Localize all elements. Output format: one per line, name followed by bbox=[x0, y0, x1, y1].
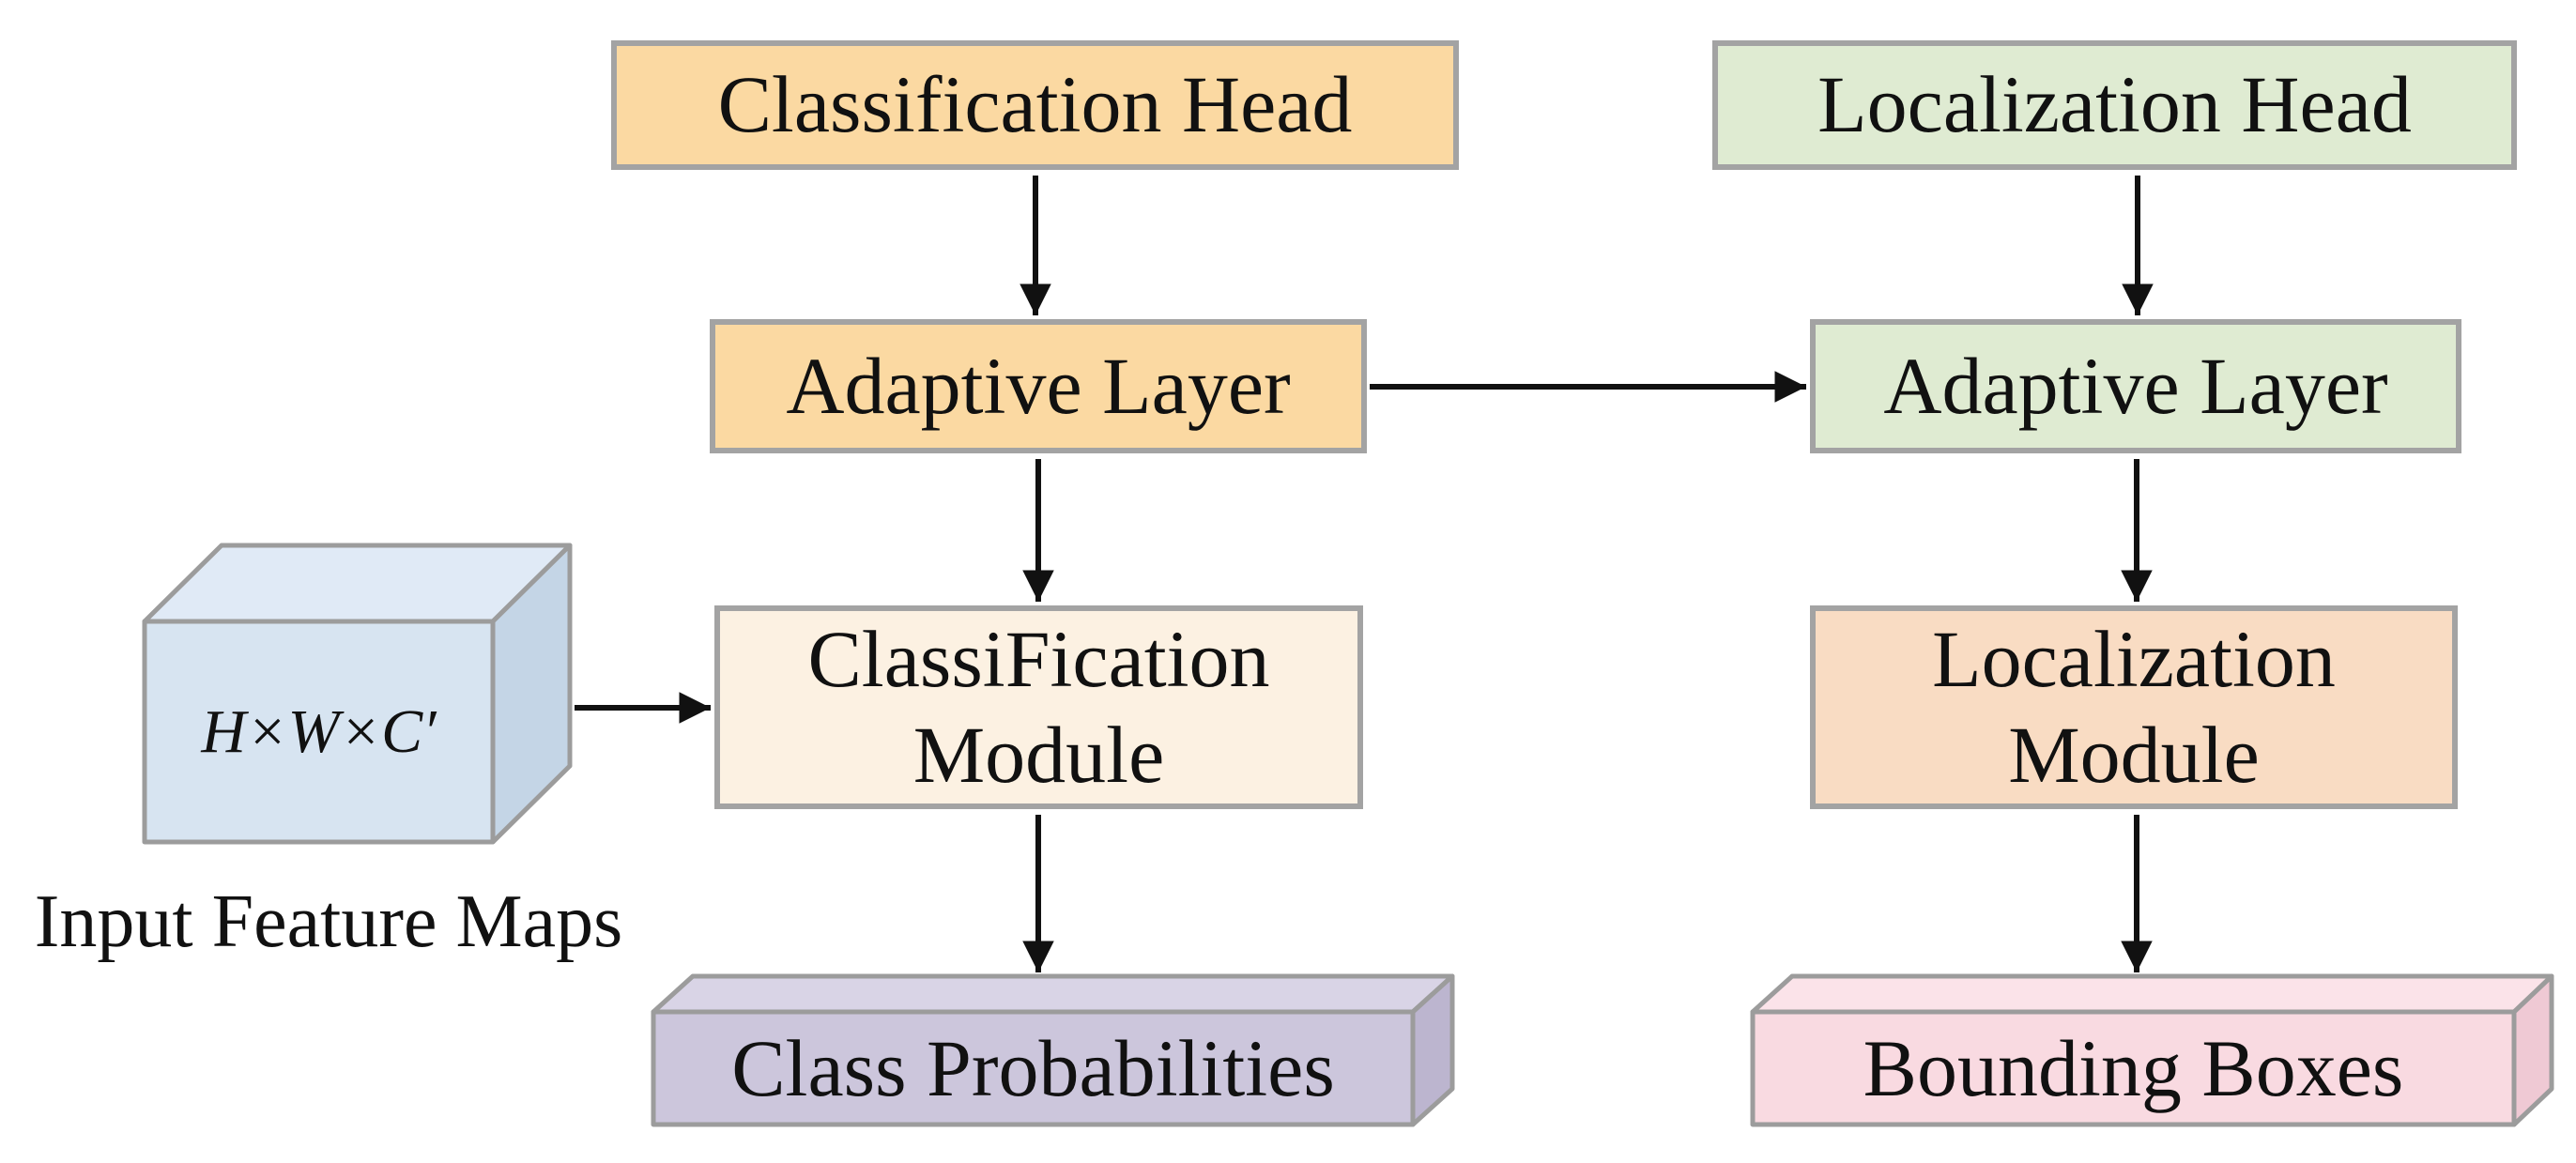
class-probabilities-front-face bbox=[651, 1009, 1416, 1127]
bounding-boxes-label: Bounding Boxes bbox=[1753, 1012, 2514, 1125]
localization-head-box: Localization Head bbox=[1712, 40, 2517, 170]
hwc-text: H×W×C′ bbox=[201, 696, 437, 766]
bounding-boxes-slab bbox=[1750, 973, 2554, 1127]
input-feature-maps-caption: Input Feature Maps bbox=[34, 880, 623, 963]
class-probabilities-label: Class Probabilities bbox=[653, 1012, 1413, 1125]
localization-module-label: Localization Module bbox=[1932, 614, 2336, 800]
class-probabilities-text: Class Probabilities bbox=[731, 1023, 1335, 1113]
classification-module-label: ClassiFication Module bbox=[807, 614, 1270, 800]
input-feature-maps-dimensions-label: H×W×C′ bbox=[145, 621, 493, 842]
adaptive-layer-right-label: Adaptive Layer bbox=[1883, 340, 2388, 431]
classification-module-box: ClassiFication Module bbox=[714, 605, 1363, 809]
cube-front-face bbox=[142, 619, 496, 845]
bounding-boxes-text: Bounding Boxes bbox=[1863, 1023, 2404, 1113]
class-probabilities-top-face bbox=[651, 973, 1455, 1015]
bounding-boxes-front-face bbox=[1750, 1009, 2517, 1127]
adaptive-layer-left-box: Adaptive Layer bbox=[710, 319, 1367, 453]
adaptive-layer-left-label: Adaptive Layer bbox=[786, 340, 1291, 431]
bounding-boxes-top-face bbox=[1750, 973, 2554, 1015]
adaptive-layer-right-box: Adaptive Layer bbox=[1810, 319, 2461, 453]
classification-head-box: Classification Head bbox=[611, 40, 1459, 170]
class-probabilities-slab bbox=[651, 973, 1455, 1127]
localization-head-label: Localization Head bbox=[1817, 59, 2412, 150]
diagram-arrows bbox=[575, 176, 2154, 972]
input-feature-maps-cube bbox=[142, 543, 573, 845]
localization-module-box: Localization Module bbox=[1810, 605, 2458, 809]
classification-head-label: Classification Head bbox=[717, 59, 1353, 150]
